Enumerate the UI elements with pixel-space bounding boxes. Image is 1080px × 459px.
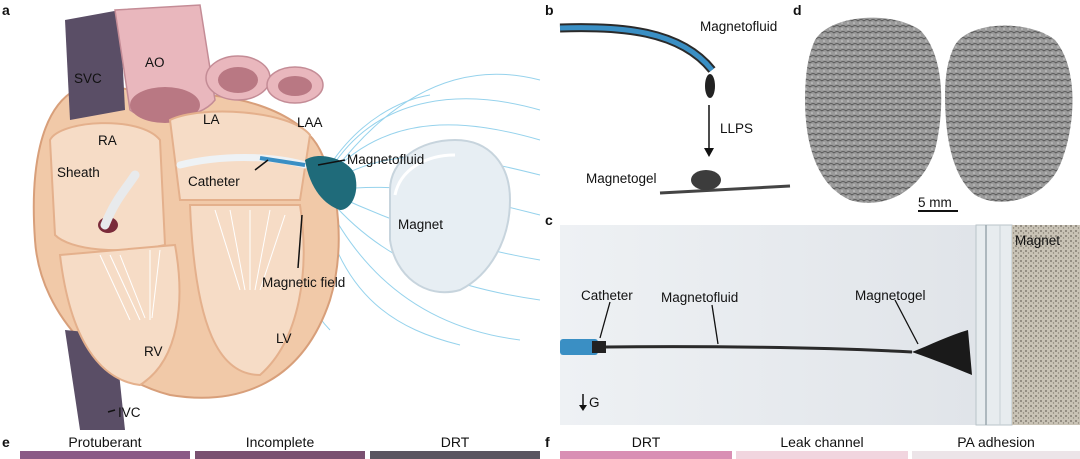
label-lv: LV: [276, 331, 292, 346]
label-magnetic-field: Magnetic field: [262, 275, 346, 290]
label-magnetofluid-b: Magnetofluid: [700, 19, 778, 34]
laa-magnetofluid: [305, 155, 357, 210]
magnetofluid-strand: [605, 345, 913, 354]
scale-bar-label: 5 mm: [918, 195, 952, 210]
label-ra: RA: [98, 133, 117, 148]
aorta-opening: [130, 87, 200, 123]
label-gravity: G: [589, 395, 600, 410]
label-magnetogel-b: Magnetogel: [586, 171, 657, 186]
f-thumb-leak-channel: [736, 451, 908, 459]
f-thumb-pa-adhesion: [912, 451, 1080, 459]
needle-b: [659, 184, 791, 195]
f-column-pa-adhesion: PA adhesion: [957, 434, 1035, 450]
catheter-c: [560, 339, 598, 355]
magnet: [389, 138, 512, 294]
tank-background: [560, 225, 1010, 425]
panel-f-letter: f: [545, 434, 550, 450]
f-column-leak-channel: Leak channel: [780, 434, 864, 450]
magnet-block: [1012, 225, 1080, 425]
label-la: LA: [203, 112, 220, 127]
pulmonary-branch-2-opening: [278, 76, 312, 96]
label-sheath: Sheath: [57, 165, 100, 180]
catheter-tube-b: [559, 23, 716, 73]
e-thumb-incomplete: [195, 451, 365, 459]
panel-a-letter: a: [2, 2, 10, 18]
label-magnetogel-c: Magnetogel: [855, 288, 926, 303]
label-svc: SVC: [74, 71, 102, 86]
panel-d-letter: d: [793, 2, 802, 18]
tank-wall: [975, 224, 1013, 426]
f-column-drt: DRT: [631, 434, 661, 450]
pulmonary-branch-1-opening: [218, 67, 258, 93]
label-ivc: IVC: [118, 405, 141, 420]
label-rv: RV: [144, 344, 163, 359]
e-column-drt: DRT: [440, 434, 470, 450]
panel-c-letter: c: [545, 212, 553, 228]
label-magnet-a: Magnet: [398, 217, 444, 232]
heart-illustration: [32, 4, 541, 430]
f-thumb-drt: [560, 451, 732, 459]
label-llps: LLPS: [720, 121, 754, 136]
right-atrium: [48, 122, 167, 252]
e-column-incomplete: Incomplete: [245, 434, 315, 450]
label-magnetofluid-a: Magnetofluid: [347, 152, 425, 167]
panel-b-letter: b: [545, 2, 554, 18]
chordae: [99, 209, 286, 321]
e-thumb-drt: [370, 451, 540, 459]
label-ao: AO: [145, 55, 165, 70]
label-magnet-c: Magnet: [1015, 233, 1061, 248]
sheath: [100, 170, 140, 230]
e-thumb-protuberant: [20, 451, 190, 459]
magnetogel-c: [912, 330, 972, 375]
label-catheter-c: Catheter: [581, 288, 633, 303]
magnetogel-blob: [691, 170, 721, 190]
ct-render-right: [945, 25, 1073, 202]
e-column-protuberant: Protuberant: [68, 434, 142, 450]
left-ventricle: [188, 204, 305, 377]
panel-e-letter: e: [2, 434, 10, 450]
magnetofluid-droplet: [705, 74, 715, 98]
svc-vessel: [65, 10, 125, 120]
label-catheter: Catheter: [188, 174, 240, 189]
ct-render-left: [805, 17, 942, 203]
label-laa: LAA: [297, 115, 323, 130]
label-magnetofluid-c: Magnetofluid: [661, 290, 739, 305]
